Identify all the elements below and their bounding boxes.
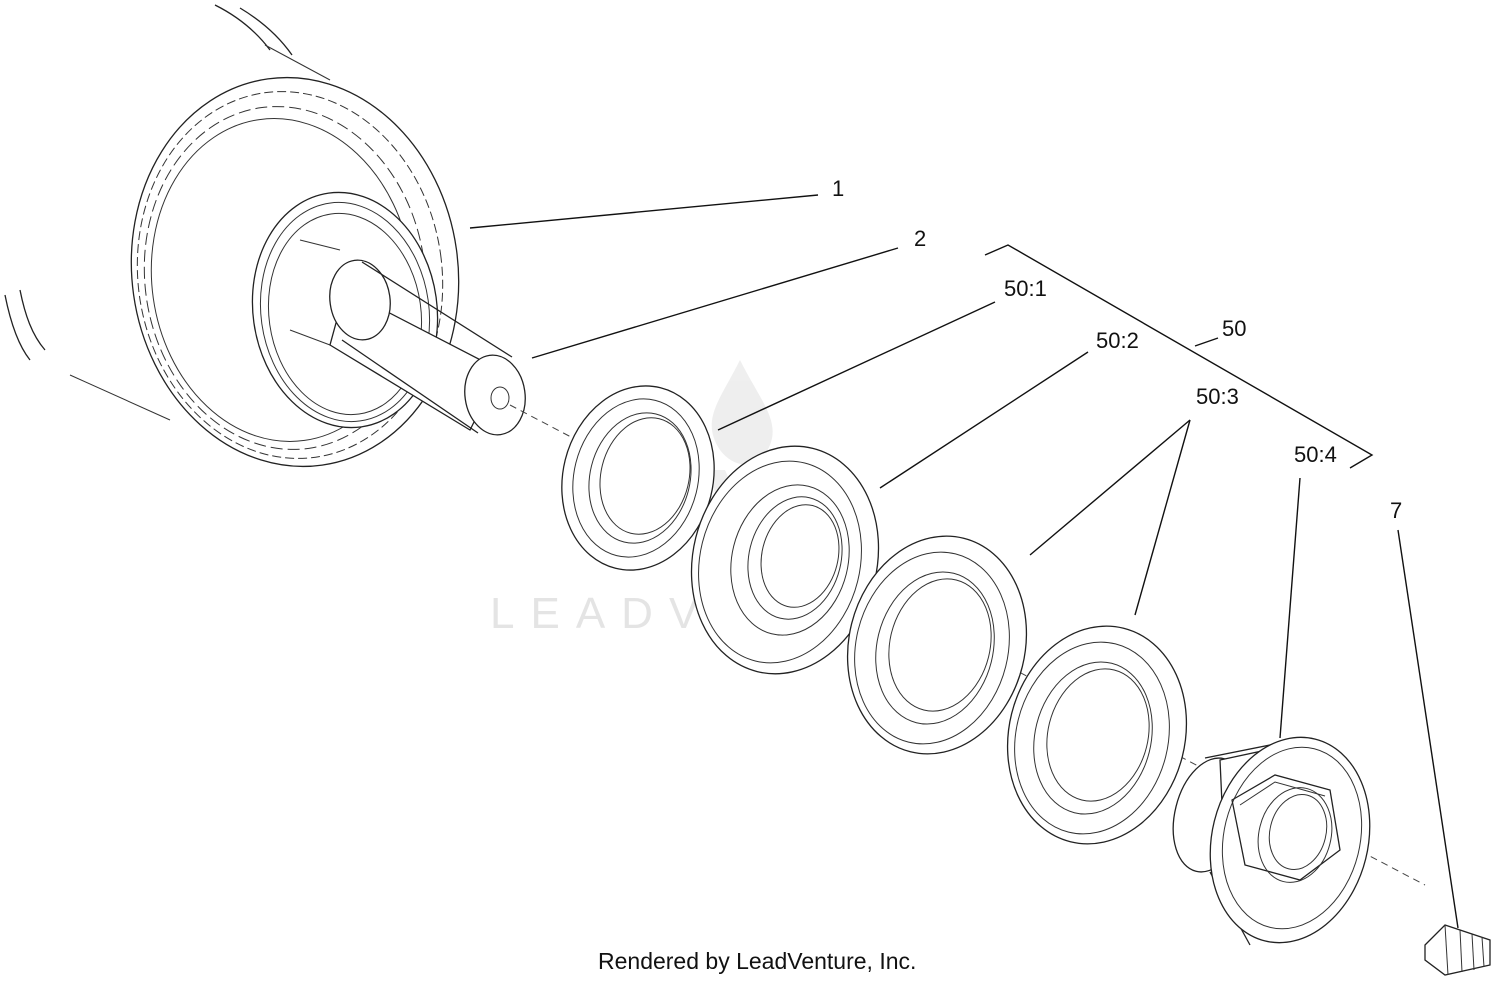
callout-1: 1	[832, 176, 844, 201]
callouts: 1 2 50:1 50:2 50 50:3 50:4 7	[832, 176, 1402, 523]
part-50-3-seal-b	[1006, 625, 1188, 845]
callout-50-1: 50:1	[1004, 276, 1047, 301]
callout-7: 7	[1390, 498, 1402, 523]
part-7-grease-fitting	[1424, 924, 1491, 976]
callout-50-3: 50:3	[1196, 384, 1239, 409]
leader-lines	[469, 194, 1459, 929]
callout-50-2: 50:2	[1096, 328, 1139, 353]
callout-50: 50	[1222, 316, 1246, 341]
part-50-4-flange-nut	[1172, 736, 1371, 946]
part-1-wheel	[4, 4, 460, 468]
part-50-1-seal	[561, 385, 715, 571]
part-50-3-seal-a	[846, 535, 1028, 755]
footer-credit: Rendered by LeadVenture, Inc.	[598, 948, 916, 974]
part-2-shaft	[329, 259, 526, 436]
callout-50-4: 50:4	[1294, 442, 1337, 467]
callout-2: 2	[914, 226, 926, 251]
